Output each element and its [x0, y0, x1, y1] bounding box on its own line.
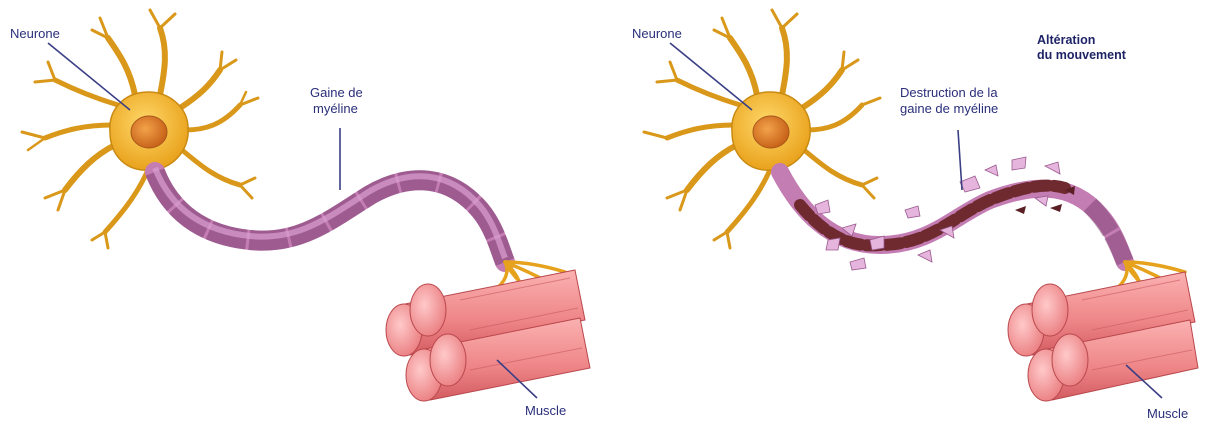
healthy-myelin-label-line2: myéline [313, 101, 358, 116]
healthy-myelin-label-line1: Gaine de [310, 85, 363, 100]
damaged-neuron-label: Neurone [632, 26, 682, 41]
damaged-muscle-label: Muscle [1147, 406, 1188, 421]
damaged-destruction-leader [958, 130, 962, 190]
healthy-nucleus [131, 116, 167, 148]
damaged-destruction-label-line1: Destruction de la [900, 85, 998, 100]
healthy-axon [155, 168, 505, 262]
damaged-title-line2: du mouvement [1037, 48, 1127, 62]
damaged-destruction-label-line2: gaine de myéline [900, 101, 998, 116]
damaged-title-line1: Altération [1037, 33, 1095, 47]
damaged-muscle [1008, 272, 1198, 401]
damaged-panel: Neurone Destruction de la gaine de myéli… [632, 10, 1198, 421]
healthy-muscle [386, 270, 590, 401]
healthy-muscle-label: Muscle [525, 403, 566, 418]
damaged-nucleus [753, 116, 789, 148]
healthy-neuron-label: Neurone [10, 26, 60, 41]
healthy-panel: Neurone Gaine de myéline Muscle [10, 10, 590, 418]
